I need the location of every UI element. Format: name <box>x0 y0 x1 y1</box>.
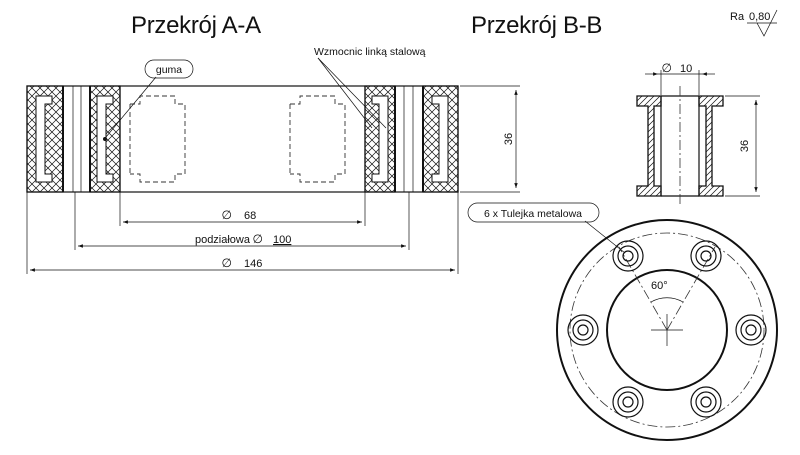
rubber-label: guma <box>156 64 182 76</box>
roughness-ra-label: Ra <box>730 11 745 23</box>
outer-diameter-value: 146 <box>244 258 262 270</box>
section-a-view <box>26 85 459 193</box>
section-a-title: Przekrój A-A <box>131 12 261 39</box>
bushing-diameter-value: 10 <box>680 63 692 75</box>
outer-diameter-symbol: ∅ <box>222 256 232 270</box>
diameter-dimensions-a: ∅ 68 podziałowa ∅ 100 ∅ 146 <box>26 192 459 274</box>
bushing-diameter-symbol: ∅ <box>662 61 672 75</box>
height-b-value: 36 <box>739 140 751 152</box>
steel-cord-callout: Wzmocnic linką stalową <box>314 46 426 129</box>
bushing-hole <box>690 240 722 272</box>
rubber-callout: guma <box>105 59 194 138</box>
roughness-symbol: Ra 0,80 <box>730 9 778 37</box>
height-dimension-b: 36 <box>725 95 760 197</box>
bushing-holes <box>567 240 767 418</box>
bushing-label: 6 x Tulejka metalowa <box>484 208 582 220</box>
inner-diameter-symbol: ∅ <box>222 208 232 222</box>
pitch-diameter-prefix: podziałowa <box>195 234 251 246</box>
bushing-hole <box>735 314 767 346</box>
angle-label: 60° <box>651 280 668 292</box>
section-b-title: Przekrój B-B <box>471 12 603 39</box>
bushing-hole <box>567 314 599 346</box>
bushing-callout: 6 x Tulejka metalowa <box>467 202 626 254</box>
height-a-value: 36 <box>503 133 515 145</box>
bushing-hole <box>612 386 644 418</box>
bushing-hole <box>612 240 644 272</box>
pitch-diameter-value: 100 <box>273 234 291 246</box>
steel-cord-label: Wzmocnic linką stalową <box>314 46 426 58</box>
bushing-hole <box>690 386 722 418</box>
height-dimension-a: 36 <box>460 85 520 193</box>
ring-front-view: 60° <box>556 219 778 441</box>
inner-diameter-value: 68 <box>244 210 256 222</box>
roughness-value: 0,80 <box>749 11 770 23</box>
section-b-bushing <box>636 86 724 206</box>
bushing-diameter-dimension: ∅ 10 <box>645 61 715 95</box>
pitch-diameter-symbol: ∅ <box>253 232 263 246</box>
